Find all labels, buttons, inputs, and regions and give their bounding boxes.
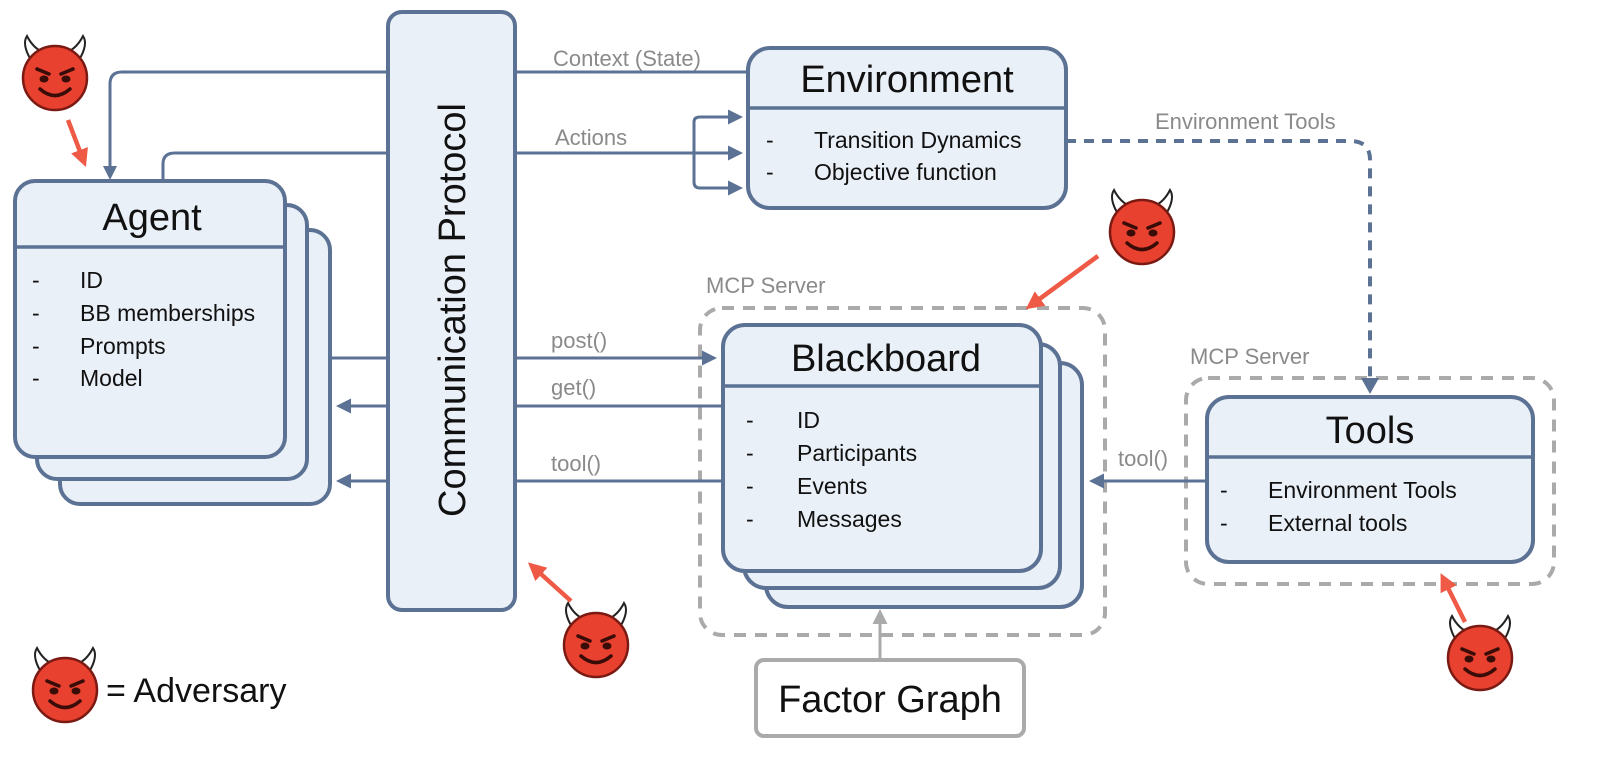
adversary-arrow (527, 562, 573, 603)
blackboard-title: Blackboard (791, 338, 981, 380)
agent-item-id: ID (80, 267, 103, 293)
agent-item-bb-memberships: BB memberships (80, 300, 255, 326)
actions-label: Actions (555, 125, 627, 150)
communication-protocol-box: Communication Protocol (386, 10, 517, 612)
environment-bullet: - (766, 127, 774, 153)
tools-item-external-tools: External tools (1268, 510, 1407, 536)
blackboard-bullet: - (746, 440, 754, 466)
actions-fan-out (692, 109, 743, 153)
adversary-arrow (1025, 254, 1100, 310)
blackboard-box: Blackboard - ID - Participants - Events … (721, 323, 1084, 609)
blackboard-item-id: ID (797, 407, 820, 433)
legend: = Adversary (31, 646, 286, 724)
agent-bullet: - (32, 365, 40, 391)
actions-fan-out-lower (692, 153, 743, 196)
devil-face-icon (1446, 614, 1514, 692)
environment-item-transition-dynamics: Transition Dynamics (814, 127, 1021, 153)
agent-box: Agent - ID - BB memberships - Prompts - … (13, 179, 332, 506)
tool-left-label: tool() (551, 451, 601, 476)
mcp-server-region-blackboard (698, 306, 1107, 637)
tools-title: Tools (1326, 410, 1415, 452)
devil-face-icon (562, 601, 630, 679)
environment-item-objective-function: Objective function (814, 159, 997, 185)
agent-bullet: - (32, 267, 40, 293)
environment-bullet: - (766, 159, 774, 185)
get-label: get() (551, 375, 596, 400)
context-state-label: Context (State) (553, 46, 701, 71)
adversary-arrow (65, 119, 88, 168)
factor-graph-title: Factor Graph (778, 679, 1002, 721)
agent-bullet: - (32, 333, 40, 359)
environment-box: Environment - Transition Dynamics - Obje… (746, 46, 1068, 210)
environment-tools-connector (1066, 139, 1372, 385)
factor-graph-box: Factor Graph (754, 658, 1026, 738)
devil-face-icon (21, 34, 89, 112)
blackboard-bullet: - (746, 506, 754, 532)
tool-right-label: tool() (1118, 446, 1168, 471)
tools-item-environment-tools: Environment Tools (1268, 477, 1457, 503)
environment-title: Environment (800, 59, 1014, 101)
mcp-server-label-blackboard: MCP Server (706, 273, 825, 298)
communication-protocol-title: Communication Protocol (432, 103, 474, 517)
tools-bullet: - (1220, 477, 1228, 503)
agent-item-prompts: Prompts (80, 333, 166, 359)
agent-title: Agent (102, 197, 202, 239)
devil-face-icon (1108, 188, 1176, 266)
agent-actions-line (161, 151, 388, 181)
context-to-agent-arrow (108, 70, 388, 172)
blackboard-bullet: - (746, 473, 754, 499)
tools-bullet: - (1220, 510, 1228, 536)
blackboard-bullet: - (746, 407, 754, 433)
agent-bullet: - (32, 300, 40, 326)
tools-box: Tools - Environment Tools - External too… (1205, 395, 1535, 564)
devil-face-icon (31, 646, 99, 724)
blackboard-item-messages: Messages (797, 506, 902, 532)
adversary-arrow (1440, 573, 1468, 624)
environment-tools-arrowhead (1361, 378, 1379, 394)
agent-item-model: Model (80, 365, 143, 391)
context-to-agent-arrowhead (103, 166, 117, 180)
post-label: post() (551, 328, 607, 353)
blackboard-item-events: Events (797, 473, 867, 499)
blackboard-item-participants: Participants (797, 440, 917, 466)
environment-tools-label: Environment Tools (1155, 109, 1336, 134)
mcp-server-label-tools: MCP Server (1190, 344, 1309, 369)
legend-text: = Adversary (106, 672, 286, 710)
